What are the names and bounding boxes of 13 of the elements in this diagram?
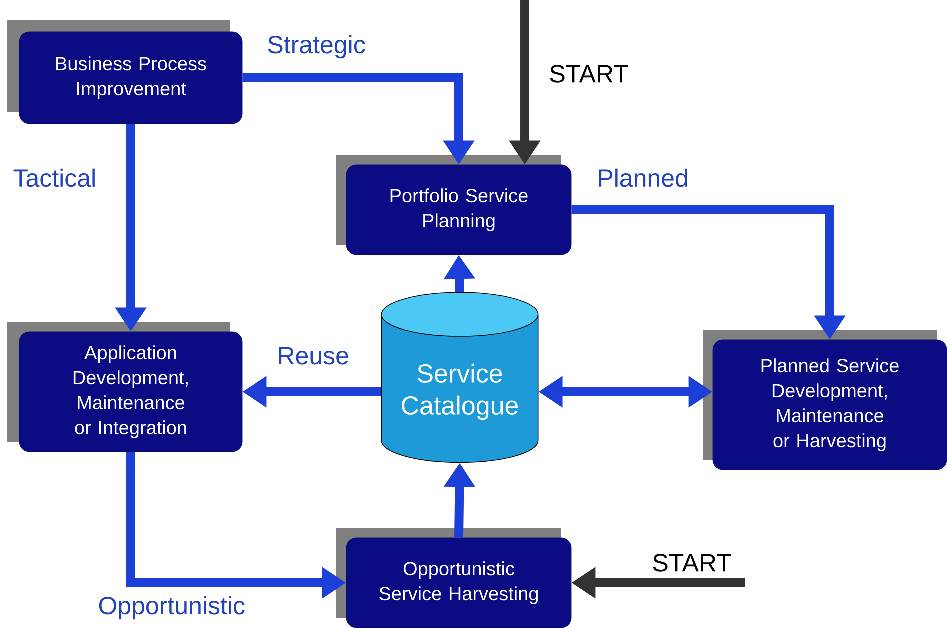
process-box: Opportunistic Service Harvesting: [346, 538, 572, 628]
process-box: Application Development, Maintenance or Integration: [19, 332, 243, 452]
process-box: Business Process Improvement: [19, 32, 243, 124]
process-box: Planned Service Development, Maintenance or Harvesting: [712, 340, 947, 470]
edge-label: Opportunistic: [99, 596, 245, 620]
edge-label: Planned: [599, 168, 688, 188]
edge-label: START: [550, 65, 628, 83]
edge-label: Reuse: [279, 347, 348, 365]
edge-label: Tactical: [14, 168, 95, 188]
database-cylinder: Service Catalogue: [381, 292, 539, 464]
edge-label: Strategic: [268, 35, 366, 59]
edge-label: START: [653, 554, 732, 572]
process-box: Portfolio Service Planning: [346, 164, 572, 256]
